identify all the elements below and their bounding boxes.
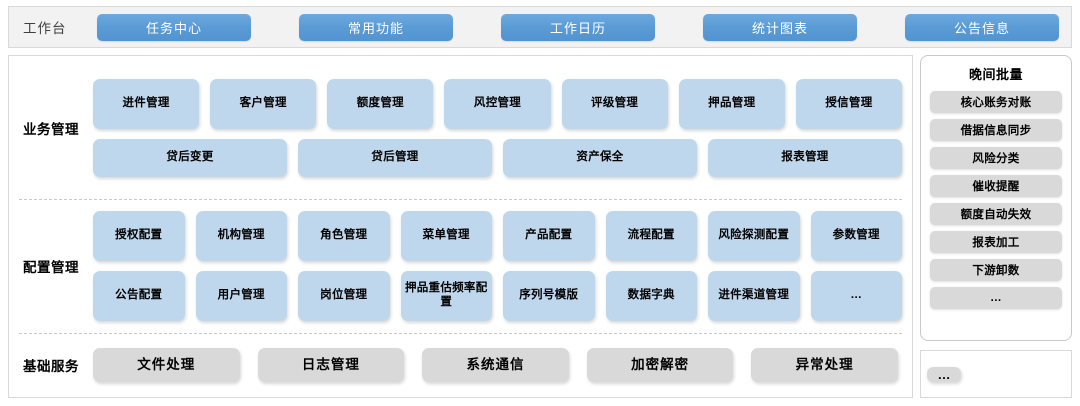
- module-tile-credit-limit-management[interactable]: 额度管理: [327, 78, 434, 129]
- sidebar-more-button[interactable]: …: [927, 366, 961, 382]
- module-row: 进件管理 客户管理 额度管理 风控管理 评级管理 押品管理 授信管理: [93, 78, 902, 129]
- module-tile-application-channel-management[interactable]: 进件渠道管理: [708, 271, 800, 321]
- module-tile-organization-management[interactable]: 机构管理: [195, 211, 287, 261]
- module-tile-collateral-revaluation-frequency-config[interactable]: 押品重估频率配置: [400, 271, 492, 321]
- module-tile-risk-detection-config[interactable]: 风险探测配置: [708, 211, 800, 261]
- module-tile-data-dictionary[interactable]: 数据字典: [605, 271, 697, 321]
- service-tile-log-management[interactable]: 日志管理: [257, 348, 405, 382]
- module-row: 公告配置 用户管理 岗位管理 押品重估频率配置 序列号模版 数据字典 进件渠道管…: [93, 271, 902, 321]
- service-tile-encryption-decryption[interactable]: 加密解密: [586, 348, 734, 382]
- nav-button-announcements[interactable]: 公告信息: [905, 13, 1059, 41]
- nav-button-statistics-chart[interactable]: 统计图表: [703, 13, 857, 41]
- batch-item-report-processing[interactable]: 报表加工: [930, 231, 1062, 253]
- batch-item-loan-receipt-info-sync[interactable]: 借据信息同步: [930, 119, 1062, 141]
- module-tile-post-loan-management[interactable]: 贷后管理: [298, 138, 492, 177]
- content-area: 业务管理 进件管理 客户管理 额度管理 风控管理 评级管理 押品管理 授信管理 …: [8, 55, 1072, 398]
- modules-panel: 业务管理 进件管理 客户管理 额度管理 风控管理 评级管理 押品管理 授信管理 …: [8, 55, 913, 398]
- batch-item-risk-classification[interactable]: 风险分类: [930, 147, 1062, 169]
- batch-item-collection-reminder[interactable]: 催收提醒: [930, 175, 1062, 197]
- module-tile-more[interactable]: …: [810, 271, 902, 321]
- module-tile-rating-management[interactable]: 评级管理: [561, 78, 668, 129]
- module-tile-asset-preservation[interactable]: 资产保全: [503, 138, 697, 177]
- module-row: 授权配置 机构管理 角色管理 菜单管理 产品配置 流程配置 风险探测配置 参数管…: [93, 211, 902, 261]
- section-rows-business-management: 进件管理 客户管理 额度管理 风控管理 评级管理 押品管理 授信管理 贷后变更 …: [93, 78, 902, 177]
- module-tile-role-management[interactable]: 角色管理: [298, 211, 390, 261]
- page-title: 工作台: [23, 21, 67, 36]
- service-tile-exception-handling[interactable]: 异常处理: [751, 348, 898, 382]
- night-batch-title: 晚间批量: [968, 67, 1023, 82]
- module-row: 贷后变更 贷后管理 资产保全 报表管理: [93, 138, 902, 177]
- section-configuration-management: 配置管理 授权配置 机构管理 角色管理 菜单管理 产品配置 流程配置 风险探测配…: [9, 199, 912, 333]
- nav-button-work-calendar[interactable]: 工作日历: [501, 13, 655, 41]
- batch-item-more[interactable]: …: [930, 287, 1062, 309]
- module-tile-collateral-management[interactable]: 押品管理: [678, 78, 785, 129]
- section-label-basic-services: 基础服务: [23, 359, 79, 374]
- section-rows-basic-services: 文件处理 日志管理 系统通信 加密解密 异常处理: [93, 348, 902, 382]
- service-tile-system-communication[interactable]: 系统通信: [422, 348, 569, 382]
- module-tile-post-loan-change[interactable]: 贷后变更: [93, 138, 287, 177]
- module-tile-parameter-management[interactable]: 参数管理: [810, 211, 902, 261]
- module-tile-customer-management[interactable]: 客户管理: [210, 78, 317, 129]
- section-basic-services: 基础服务 文件处理 日志管理 系统通信 加密解密 异常处理: [9, 333, 912, 397]
- nav-button-common-functions[interactable]: 常用功能: [299, 13, 453, 41]
- module-tile-risk-control-management[interactable]: 风控管理: [444, 78, 551, 129]
- service-tile-file-processing[interactable]: 文件处理: [93, 348, 240, 382]
- module-tile-authorization-config[interactable]: 授权配置: [93, 211, 185, 261]
- top-nav-bar: 工作台 任务中心 常用功能 工作日历 统计图表 公告信息: [8, 6, 1072, 48]
- section-label-configuration-management: 配置管理: [23, 260, 79, 275]
- module-tile-application-management[interactable]: 进件管理: [93, 78, 200, 129]
- batch-item-downstream-data-unload[interactable]: 下游卸数: [930, 259, 1062, 281]
- section-rows-configuration-management: 授权配置 机构管理 角色管理 菜单管理 产品配置 流程配置 风险探测配置 参数管…: [93, 211, 902, 321]
- batch-item-credit-limit-auto-expire[interactable]: 额度自动失效: [930, 203, 1062, 225]
- module-tile-credit-granting-management[interactable]: 授信管理: [795, 78, 902, 129]
- module-tile-process-config[interactable]: 流程配置: [605, 211, 697, 261]
- module-tile-menu-management[interactable]: 菜单管理: [400, 211, 492, 261]
- module-tile-position-management[interactable]: 岗位管理: [298, 271, 390, 321]
- right-sidebar: 晚间批量 核心账务对账 借据信息同步 风险分类 催收提醒 额度自动失效 报表加工…: [920, 55, 1072, 398]
- module-row: 文件处理 日志管理 系统通信 加密解密 异常处理: [93, 348, 902, 382]
- module-tile-announcement-config[interactable]: 公告配置: [93, 271, 185, 321]
- section-business-management: 业务管理 进件管理 客户管理 额度管理 风控管理 评级管理 押品管理 授信管理 …: [9, 56, 912, 199]
- module-tile-user-management[interactable]: 用户管理: [195, 271, 287, 321]
- section-label-business-management: 业务管理: [23, 121, 79, 137]
- sidebar-bottom-panel: …: [920, 350, 1072, 398]
- module-tile-product-config[interactable]: 产品配置: [503, 211, 595, 261]
- module-tile-serial-number-template[interactable]: 序列号模版: [503, 271, 595, 321]
- batch-item-core-account-reconciliation[interactable]: 核心账务对账: [930, 91, 1062, 113]
- nav-button-task-center[interactable]: 任务中心: [97, 13, 251, 41]
- top-nav-button-group: 任务中心 常用功能 工作日历 统计图表 公告信息: [97, 13, 1063, 41]
- night-batch-panel: 晚间批量 核心账务对账 借据信息同步 风险分类 催收提醒 额度自动失效 报表加工…: [920, 55, 1072, 341]
- module-tile-report-management[interactable]: 报表管理: [708, 138, 902, 177]
